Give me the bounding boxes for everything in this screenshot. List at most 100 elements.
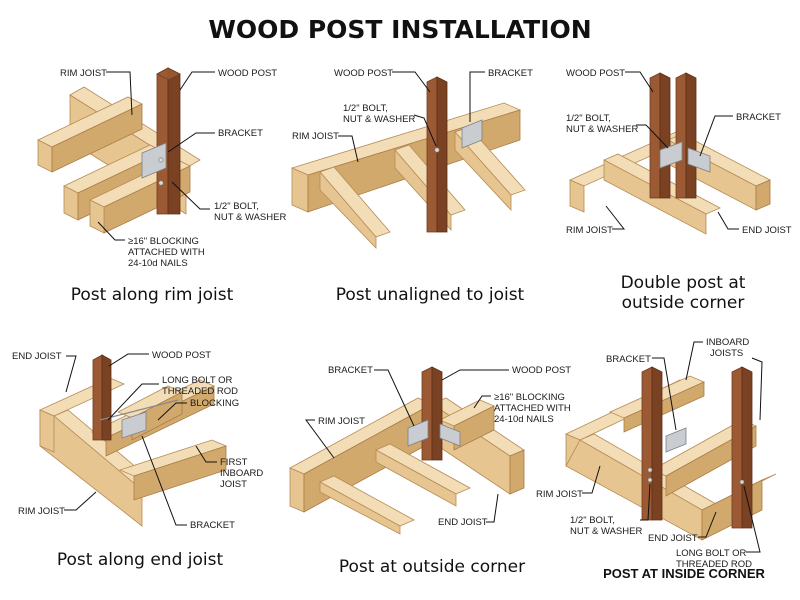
label-wood-post: WOOD POST (152, 350, 211, 361)
label-rim-joist: RIM JOIST (292, 131, 339, 142)
leader-line (338, 135, 359, 163)
leader-line (157, 402, 187, 421)
bracket-illustration (121, 411, 147, 439)
leader-line (65, 355, 77, 393)
leader-line (636, 124, 669, 149)
leader-line (698, 511, 717, 538)
label-blocking: ≥16" BLOCKING (128, 236, 199, 247)
panel-post-unaligned-to-joist: WOOD POST BRACKET 1/2" BOLT, NUT & WASHE… (290, 68, 533, 305)
bracket-illustration (665, 427, 687, 453)
label-blocking-line3: 24-10d NAILS (128, 258, 188, 269)
label-bolt: 1/2" BOLT, (214, 201, 259, 212)
label-first-inboard-joist-line2: INBOARD (220, 468, 263, 479)
label-wood-post: WOOD POST (334, 68, 393, 79)
leader-line (717, 211, 739, 230)
leader-line (605, 205, 626, 230)
caption-double-post-line1: Double post at (621, 273, 746, 293)
leader-line (64, 491, 97, 511)
label-bolt-line2: NUT & WASHER (343, 114, 415, 125)
leader-line (107, 383, 159, 421)
label-first-inboard-joist: FIRST (220, 457, 248, 468)
panel-post-at-inside-corner: BRACKET INBOARD JOISTS RIM JOIST 1/2" BO… (536, 337, 777, 581)
leader-line (699, 115, 733, 157)
label-long-bolt-line2: THREADED ROD (162, 386, 238, 397)
leader-line (441, 369, 509, 381)
leader-line (473, 395, 491, 409)
label-bracket: BRACKET (190, 520, 235, 531)
caption-post-along-rim-joist: Post along rim joist (71, 285, 234, 305)
label-blocking-line2: ATTACHED WITH (128, 247, 205, 258)
leader-line (97, 221, 125, 241)
label-wood-post: WOOD POST (512, 365, 571, 376)
leader-line (751, 357, 763, 421)
caption-post-at-outside-corner: Post at outside corner (339, 557, 525, 577)
bracket-illustration (461, 119, 483, 149)
wood-post-illustration (156, 67, 181, 215)
label-inboard-joists: INBOARD (706, 337, 749, 348)
leader-line (640, 483, 651, 521)
label-end-joist: END JOIST (12, 351, 62, 362)
leader-line (469, 71, 485, 122)
caption-post-along-end-joist: Post along end joist (57, 550, 224, 570)
leader-line (625, 71, 654, 93)
bolt-illustration (158, 180, 164, 186)
label-bracket: BRACKET (736, 112, 781, 123)
wood-post-illustration (421, 366, 443, 461)
caption-double-post-line2: outside corner (622, 293, 745, 313)
label-bracket: BRACKET (328, 365, 373, 376)
joist-illustration (37, 96, 143, 173)
label-end-joist: END JOIST (742, 225, 792, 236)
label-bolt-line2: NUT & WASHER (214, 212, 286, 223)
label-end-joist: END JOIST (648, 533, 698, 544)
label-wood-post: WOOD POST (218, 68, 277, 79)
leader-line (685, 341, 703, 381)
bolt-illustration (434, 147, 440, 153)
label-bracket: BRACKET (218, 128, 263, 139)
leader-line (413, 114, 437, 147)
wood-post-illustration (426, 76, 448, 233)
leader-line (179, 71, 215, 91)
leader-line (652, 357, 677, 431)
leader-line (195, 445, 217, 463)
leader-line (743, 485, 761, 553)
label-long-bolt: LONG BOLT OR (162, 375, 233, 386)
joist-illustration (319, 443, 471, 535)
label-bolt-line2: NUT & WASHER (566, 124, 638, 135)
bolt-illustration (647, 467, 653, 473)
label-bolt: 1/2" BOLT, (343, 103, 388, 114)
bracket-illustration (687, 147, 711, 173)
label-bracket: BRACKET (606, 354, 651, 365)
label-blocking-line3: 24-10d NAILS (494, 414, 554, 425)
label-first-inboard-joist-line3: JOIST (220, 479, 247, 490)
bolt-illustration (647, 477, 653, 483)
panel-post-along-rim-joist: RIM JOIST WOOD POST BRACKET 1/2" BOLT, N… (37, 67, 286, 305)
leader-line (171, 181, 210, 210)
leader-line (106, 71, 133, 116)
label-rim-joist: RIM JOIST (536, 489, 583, 500)
label-blocking-line2: ATTACHED WITH (494, 403, 571, 414)
bracket-illustration (659, 141, 683, 169)
label-bolt-line2: NUT & WASHER (570, 526, 642, 537)
leader-line (374, 369, 415, 427)
bolt-illustration (158, 157, 164, 163)
leader-line (167, 132, 215, 153)
bracket-illustration (141, 142, 167, 179)
bracket-illustration (407, 419, 429, 447)
label-long-bolt-line2: THREADED ROD (676, 559, 752, 570)
leader-line (305, 419, 335, 459)
leader-line (392, 71, 431, 93)
label-long-bolt: LONG BOLT OR (676, 548, 747, 559)
label-rim-joist: RIM JOIST (60, 68, 107, 79)
label-bracket: BRACKET (488, 68, 533, 79)
leader-line (582, 465, 601, 494)
label-blocking: ≥16" BLOCKING (494, 392, 565, 403)
page-title: WOOD POST INSTALLATION (208, 15, 591, 44)
caption-post-unaligned-to-joist: Post unaligned to joist (336, 285, 525, 305)
label-rim-joist: RIM JOIST (566, 225, 613, 236)
label-rim-joist: RIM JOIST (18, 506, 65, 517)
label-inboard-joists-line2: JOISTS (710, 348, 743, 359)
long-bolt-illustration (99, 399, 179, 421)
label-wood-post: WOOD POST (566, 68, 625, 79)
